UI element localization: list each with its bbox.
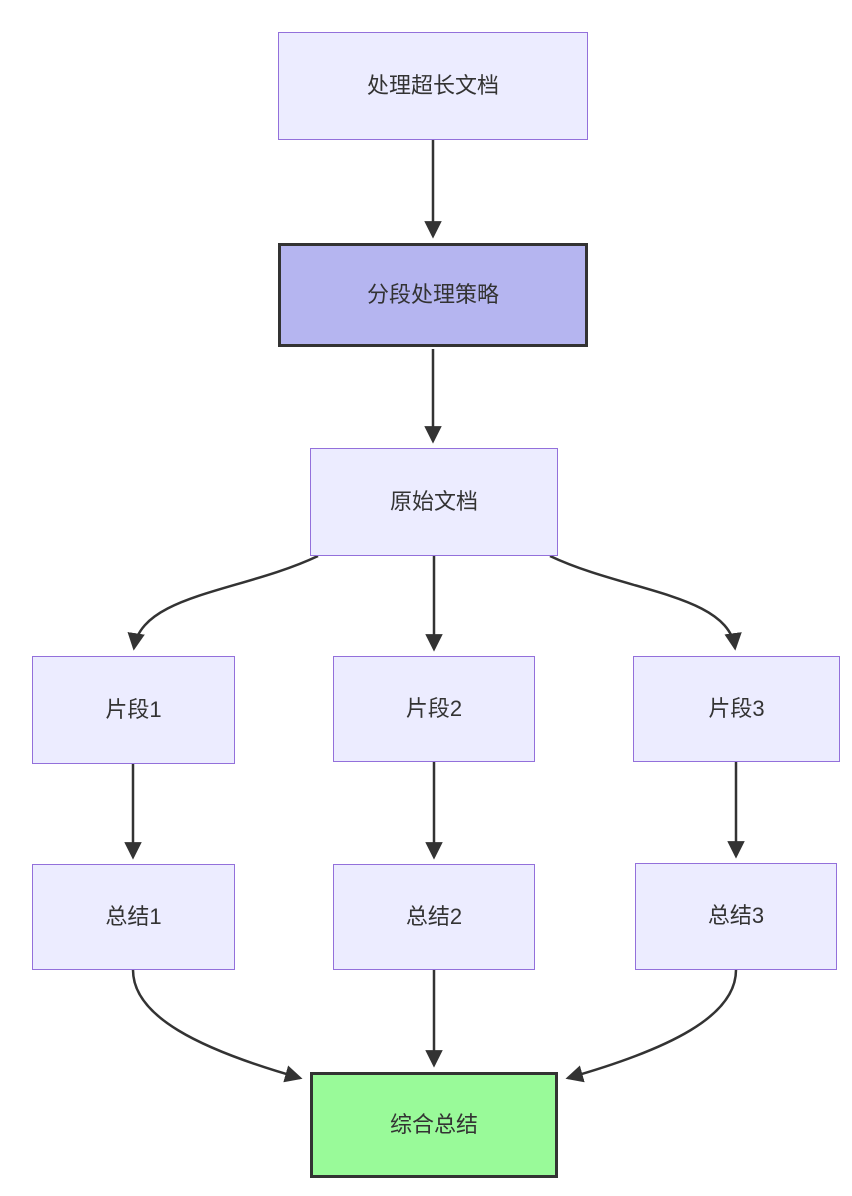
node-final-summary-label: 综合总结 [389, 1111, 478, 1137]
node-segmentation-strategy-label: 分段处理策略 [366, 281, 499, 307]
node-fragment-1: 片段1 [32, 656, 235, 764]
node-summary-2: 总结2 [333, 864, 535, 970]
edge-summary1-to-final [131, 969, 303, 1083]
node-process-long-doc-label: 处理超长文档 [366, 72, 499, 98]
node-process-long-doc: 处理超长文档 [278, 32, 588, 140]
node-summary-2-label: 总结2 [405, 903, 463, 929]
edge-original-to-fragment3 [549, 554, 742, 651]
node-summary-3-label: 总结3 [707, 903, 765, 929]
node-final-summary: 综合总结 [310, 1072, 558, 1178]
node-fragment-2-label: 片段2 [405, 695, 463, 721]
node-fragment-2: 片段2 [333, 656, 535, 762]
node-fragment-3: 片段3 [633, 656, 840, 762]
node-fragment-3-label: 片段3 [708, 695, 765, 721]
node-fragment-1-label: 片段1 [105, 696, 162, 722]
edge-summary3-to-final [565, 969, 738, 1083]
node-summary-1: 总结1 [32, 864, 235, 970]
node-original-doc-label: 原始文档 [389, 488, 478, 514]
edge-original-to-fragment1 [127, 554, 319, 651]
node-summary-3: 总结3 [635, 863, 837, 970]
node-summary-1-label: 总结1 [105, 903, 162, 929]
node-original-doc: 原始文档 [310, 448, 558, 556]
node-segmentation-strategy: 分段处理策略 [278, 243, 588, 347]
